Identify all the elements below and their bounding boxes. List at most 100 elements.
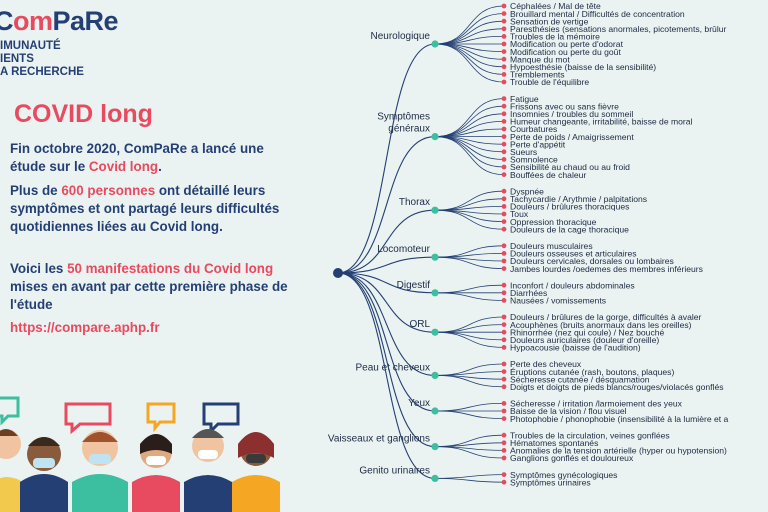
leaf-branch (434, 292, 505, 301)
tree-branch (337, 272, 436, 412)
symptom-label: Sensibilité au chaud ou au froid (510, 162, 630, 172)
leaf-branch (434, 5, 505, 45)
symptom-label: Manque du mot (510, 54, 570, 64)
symptom-dot (501, 172, 507, 178)
leaf-branch (434, 478, 505, 483)
logo-line-2: IENTS (0, 53, 34, 65)
symptom-label: Trouble de l'équilibre (510, 77, 589, 87)
symptom-label: Acouphènes (bruits anormaux dans les ore… (510, 320, 692, 330)
leaf-branch (434, 190, 505, 211)
symptom-dot (501, 26, 507, 32)
leaf-branch (434, 43, 505, 83)
symptom-dot (501, 149, 507, 155)
tree-branch (337, 272, 436, 294)
speech-bubble-icon (202, 402, 240, 435)
symptom-dot (501, 298, 507, 303)
symptom-label: Hypoesthésie (baisse de la sensibilité) (510, 62, 656, 72)
symptom-label: Sueurs (510, 147, 537, 157)
symptom-dot (501, 251, 507, 256)
symptom-dot (501, 111, 507, 117)
leaf-branch (434, 331, 505, 341)
symptom-dot (501, 432, 507, 438)
symptom-dot (501, 369, 507, 374)
symptom-dot (501, 72, 507, 77)
tree-branch (337, 256, 436, 274)
symptom-label: Douleurs musculaires (510, 241, 593, 251)
symptom-label: Baisse de la vision / flou visuel (510, 406, 627, 416)
symptom-label: Photophobie / phonophobie (insensibilité… (510, 414, 729, 424)
page-title: COVID long (14, 100, 153, 128)
category-label: Digestif (397, 280, 431, 291)
symptom-dot (501, 314, 507, 320)
symptom-label: Symptômes urinaires (510, 477, 591, 487)
symptom-dot (501, 34, 507, 39)
category-label: Neurologique (371, 31, 431, 42)
symptom-label: Paresthésies (sensations anormales, pico… (510, 24, 727, 34)
symptom-dot (501, 188, 507, 194)
symptom-dot (501, 204, 507, 209)
leaf-branch (434, 209, 505, 230)
symptom-label: Insomnies / troubles du sommeil (510, 109, 633, 119)
leaf-branch (434, 331, 505, 348)
category-node (431, 371, 439, 379)
symptom-label: Modification ou perte d'odorat (510, 39, 624, 49)
symptom-label: Troubles de la circulation, veines gonfl… (510, 430, 670, 440)
symptom-label: Fatigue (510, 94, 539, 104)
tree-branch (337, 272, 436, 333)
symptom-label: Perte d'appétit (510, 139, 566, 149)
logo-line-1: IMUNAUTÉ (0, 40, 61, 52)
symptom-dot (501, 416, 507, 421)
category-node (431, 206, 439, 214)
symptom-dot (501, 408, 507, 414)
category-label: généraux (388, 124, 430, 135)
symptom-label: Sécheresse / irritation /larmoiement des… (510, 399, 683, 409)
symptom-dot (501, 376, 507, 382)
symptom-label: Modification ou perte du goût (510, 47, 621, 57)
category-label: Thorax (399, 197, 430, 208)
leaf-branch (434, 136, 505, 175)
symptom-dot (501, 141, 507, 147)
symptom-label: Ganglions gonflés et douloureux (510, 453, 634, 463)
symptom-label: Frissons avec ou sans fièvre (510, 101, 619, 111)
category-label: ORL (409, 319, 430, 330)
symptom-label: Oppression thoracique (510, 217, 597, 227)
website-link[interactable]: https://compare.aphp.fr (10, 320, 160, 335)
category-label: Peau et cheveux (356, 362, 431, 373)
symptom-dot (501, 157, 507, 162)
symptom-label: Douleurs auriculaires (douleur d'oreille… (510, 335, 659, 345)
category-node (431, 474, 439, 482)
speech-bubble-icon (146, 402, 176, 433)
leaf-branch (434, 284, 505, 294)
symptom-dot (501, 41, 507, 47)
leaf-branch (434, 105, 505, 137)
details-paragraph: Plus de 600 personnes ont détaillé leurs… (10, 183, 280, 234)
speech-bubble-icon (64, 402, 112, 435)
symptom-dot (501, 282, 507, 288)
symptom-label: Bouffées de chaleur (510, 170, 586, 180)
symptom-label: Perte des cheveux (510, 359, 582, 369)
leaf-branch (434, 136, 505, 168)
symptom-label: Douleurs osseuses et articulaires (510, 249, 637, 259)
symptom-dot (501, 345, 507, 350)
symptom-label: Éruptions cutanée (rash, boutons, plaque… (510, 367, 674, 377)
person-icon (72, 430, 128, 512)
logo-line-3: A RECHERCHE (0, 66, 84, 78)
symptom-label: Symptômes gynécologiques (510, 470, 617, 480)
leaf-branch (434, 98, 505, 137)
symptom-dot (501, 211, 507, 217)
symptom-label: Diarrhées (510, 288, 547, 298)
leaf-branch (434, 375, 505, 388)
category-node (431, 40, 439, 48)
symptom-label: Troubles de la mémoire (510, 32, 600, 42)
symptom-dot (501, 11, 507, 16)
symptom-dot (501, 126, 507, 132)
symptom-dot (501, 448, 507, 453)
leaf-branch (434, 474, 505, 479)
symptom-dot (501, 56, 507, 62)
symptom-label: Toux (510, 209, 529, 219)
symptom-label: Nausées / vomissements (510, 296, 606, 306)
person-icon (20, 437, 68, 512)
symptom-label: Inconfort / douleurs abdominales (510, 280, 635, 290)
symptom-label: Douleurs / brûlures thoraciques (510, 202, 629, 212)
person-icon (184, 429, 232, 512)
